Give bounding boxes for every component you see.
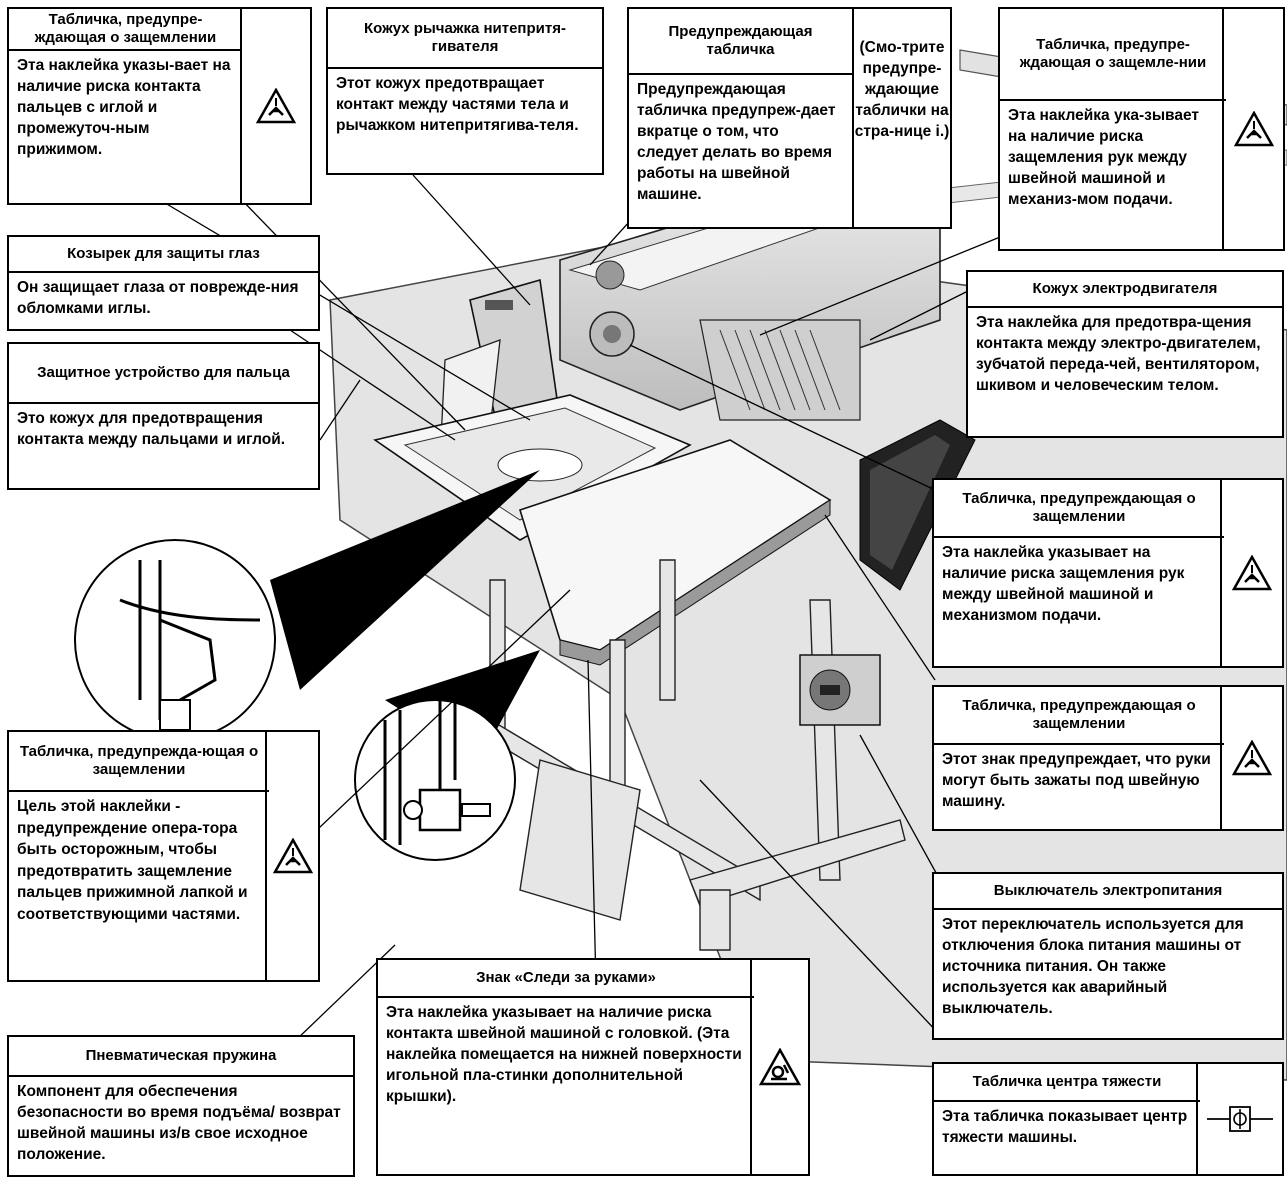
callout-body: Предупреждающая табличка предупреж-дает … [629,75,854,227]
thread-takeup-cover-callout: Кожух рычажка нитепритя-гивателя Этот ко… [326,7,604,175]
gas-spring-detail [354,650,540,861]
stand [429,559,906,951]
pinch-warning-callout-top-left: Табличка, предупре-ждающая о защемлении … [7,7,312,205]
pinch-warning-icon [1222,9,1283,249]
center-of-gravity-callout: Табличка центра тяжести Эта табличка пок… [932,1062,1284,1176]
callout-title: Выключатель электропитания [934,874,1282,910]
callout-title: Табличка, предупре-ждающая о защемле-нии [1000,9,1226,101]
callout-body: Эта табличка показывает центр тяжести ма… [942,1108,1188,1146]
pinch-warning-icon [240,9,310,203]
watch-hands-warning-icon [750,960,808,1174]
callout-title: Табличка, предупрежда-ющая о защемлении [9,732,269,792]
callout-title: Кожух рычажка нитепритя-гивателя [328,9,602,69]
callout-body: Эта наклейка для предотвра-щения контакт… [976,314,1261,394]
callout-body: Этот кожух предотвращает контакт между ч… [336,75,579,134]
callout-title: Защитное устройство для пальца [9,344,318,404]
pinch-warning-callout-right-mid: Табличка, предупреждающая о защемлении Э… [932,478,1284,668]
pinch-warning-icon [1220,687,1282,829]
callout-title: Табличка, предупреждающая о защемлении [934,687,1224,745]
callout-body: Этот переключатель используется для откл… [942,916,1244,1017]
callout-body: Эта наклейка указывает на наличие риска … [386,1004,742,1105]
callout-title: Табличка, предупреждающая о защемлении [934,480,1224,538]
center-of-gravity-icon [1196,1064,1282,1174]
warning-label-callout: Предупреждающая табличка Предупреждающая… [627,7,952,229]
pinch-warning-callout-right-low: Табличка, предупреждающая о защемлении Э… [932,685,1284,831]
callout-title: Знак «Следи за руками» [378,960,754,998]
pinch-warning-callout-top-right: Табличка, предупре-ждающая о защемле-нии… [998,7,1285,251]
callout-body: Это кожух для предотвращения контакта ме… [17,410,286,448]
motor-cover-callout: Кожух электродвигателя Эта наклейка для … [966,270,1284,438]
callout-title: Пневматическая пружина [9,1037,353,1077]
gas-spring-callout: Пневматическая пружина Компонент для обе… [7,1035,355,1177]
power-switch-box [799,654,881,726]
pinch-warning-icon [1220,480,1282,666]
power-switch-callout: Выключатель электропитания Этот переключ… [932,872,1284,1040]
callout-body: Он защищает глаза от поврежде-ния обломк… [17,279,299,317]
pinch-warning-callout-left-low: Табличка, предупрежда-ющая о защемлении … [7,730,320,982]
callout-body: Эта наклейка ука-зывает на наличие риска… [1008,107,1200,208]
pinch-warning-icon [265,732,318,980]
callout-body: Эта наклейка указывает на наличие риска … [942,544,1185,624]
finger-guard-detail [74,470,540,741]
watch-hands-callout: Знак «Следи за руками» Эта наклейка указ… [376,958,810,1176]
callout-body: Эта наклейка указы-вает на наличие риска… [17,57,231,158]
callout-title: Табличка, предупре-ждающая о защемлении [9,9,242,51]
side-note: (Смо-трите предупре-ждающие таблички на … [854,39,950,140]
front-table [519,439,832,666]
callout-body: Компонент для обеспечения безопасности в… [17,1083,341,1163]
motor-fins [699,319,861,421]
finger-guard-callout: Защитное устройство для пальца Это кожух… [7,342,320,490]
callout-body: Цель этой наклейки - предупреждение опер… [17,798,248,923]
callout-title: Табличка центра тяжести [934,1064,1200,1102]
callout-title: Предупреждающая табличка [629,9,854,75]
callout-body: Этот знак предупреждает, что руки могут … [942,751,1211,810]
callout-title: Козырек для защиты глаз [9,237,318,273]
eye-guard-callout: Козырек для защиты глаз Он защищает глаз… [7,235,320,331]
callout-title: Кожух электродвигателя [968,272,1282,308]
